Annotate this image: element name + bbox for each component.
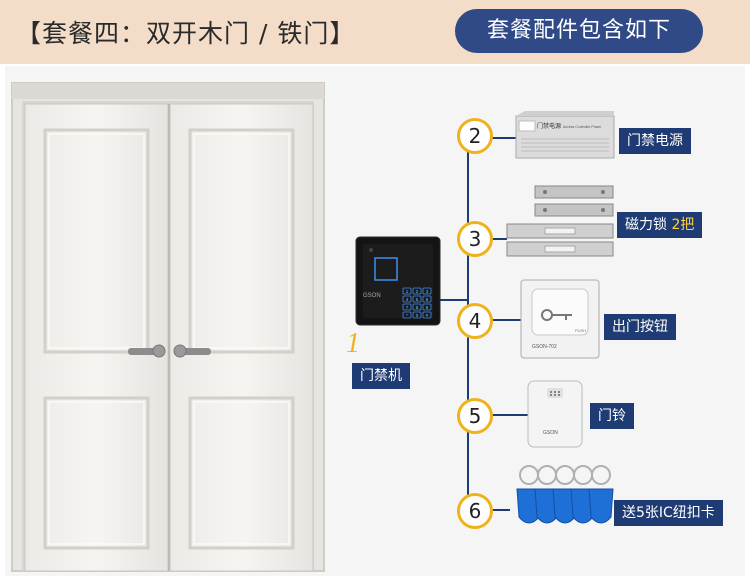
keypad-key-label: 8 [416, 305, 419, 310]
key-ring [537, 465, 557, 485]
magnetic-lock-image [506, 185, 614, 257]
keypad-key-label: * [406, 313, 408, 318]
power-supply-image: 门禁电源 Access Controller Power [515, 111, 615, 159]
keypad-key [422, 303, 432, 311]
item-2-label: 门禁电源 [619, 128, 691, 154]
door-leaf-right [169, 103, 314, 572]
door-leaf-left [24, 103, 169, 572]
item-2-number: 2 [457, 118, 493, 154]
key-ring [591, 465, 611, 485]
keypad-keys: 1 2 3 4 5 6 7 8 9 * 0 # [402, 287, 432, 319]
item-6-label: 送5张IC纽扣卡 [614, 500, 723, 526]
keypad-key-label: 4 [406, 297, 409, 302]
item-5-number: 5 [457, 398, 493, 434]
key-fobs [516, 465, 614, 524]
key-ring [519, 465, 539, 485]
item-3-label-text: 磁力锁 [625, 217, 667, 233]
keypad-key-label: 2 [416, 289, 419, 294]
key-fobs-image [516, 465, 614, 524]
keypad-key [412, 303, 422, 311]
key-ring [573, 465, 593, 485]
keypad-key [402, 295, 412, 303]
keypad-key [402, 311, 412, 319]
key-fob [588, 488, 614, 524]
power-title: 门禁电源 [537, 122, 561, 130]
bell-brand: GSON [543, 430, 558, 436]
item-3-label-qty: 2把 [671, 217, 695, 233]
keypad-key-label: 9 [426, 305, 429, 310]
keypad-key [412, 287, 422, 295]
keypad-key [422, 295, 432, 303]
item-4-number: 4 [457, 303, 493, 339]
door-handle-right [173, 344, 211, 358]
keypad-key-label: 0 [416, 313, 419, 318]
door-handle-left [128, 344, 166, 358]
keypad-key [402, 287, 412, 295]
item-4-label: 出门按钮 [604, 314, 676, 340]
item-5-label: 门铃 [590, 403, 634, 429]
keypad-key-label: # [426, 313, 429, 318]
item-3-number: 3 [457, 221, 493, 257]
keypad-key [412, 311, 422, 319]
doorbell-image: GSON [527, 380, 583, 448]
button-push-text: PUSH [575, 328, 586, 333]
keypad-key-label: 1 [406, 289, 409, 294]
keypad-brand: GSON [363, 293, 381, 299]
power-subtitle: Access Controller Power [563, 125, 602, 129]
keypad-key [412, 295, 422, 303]
keypad-key [422, 287, 432, 295]
keypad-key [402, 303, 412, 311]
keypad-key-label: 7 [406, 305, 409, 310]
item-1-label: 门禁机 [352, 363, 410, 389]
keypad-key [422, 311, 432, 319]
exit-button-image: PUSH GSON-702 [520, 279, 600, 359]
keypad-key-label: 5 [416, 297, 419, 302]
item-1-number: 1 [346, 328, 360, 359]
double-door-image [11, 82, 325, 572]
keypad-key-label: 3 [426, 289, 429, 294]
button-brand: GSON-702 [532, 344, 557, 350]
package-contents-badge: 套餐配件包含如下 [455, 9, 703, 53]
access-keypad-image: GSON 1 2 3 4 5 6 7 8 9 * 0 # [355, 236, 441, 326]
item-3-label: 磁力锁 2把 [617, 212, 703, 238]
item-6-number: 6 [457, 493, 493, 529]
product-content: GSON 1 2 3 4 5 6 7 8 9 * 0 # 1 门禁机 门禁电源 Access Cont… [5, 66, 745, 576]
page-title: 【套餐四：双开木门 / 铁门】 [16, 19, 356, 48]
key-ring [555, 465, 575, 485]
header-bar: 【套餐四：双开木门 / 铁门】 套餐配件包含如下 [0, 0, 750, 64]
keypad-key-label: 6 [426, 297, 429, 302]
